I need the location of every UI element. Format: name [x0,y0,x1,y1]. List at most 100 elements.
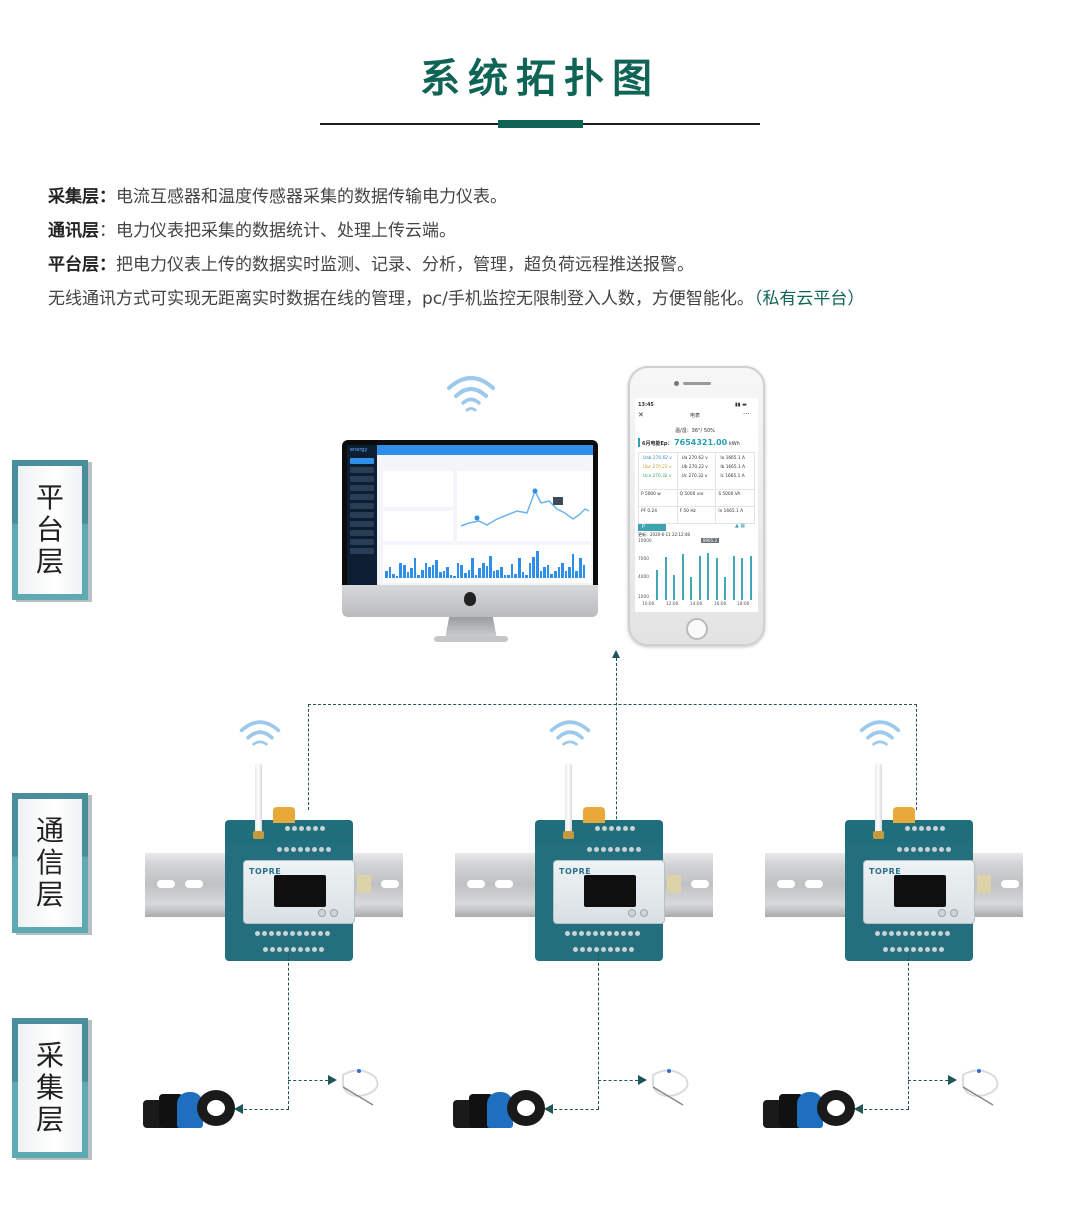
close-icon[interactable]: ✕ [638,411,644,419]
dashboard-panel-info [383,471,453,507]
layer-char: 层 [35,1103,64,1136]
grid-cell-voltage-line: Uab 270.62 v Ubc 270.22 v Uca 270.32 v [639,453,677,489]
layer-char: 台 [35,513,64,546]
rail-hole [777,880,795,888]
connector-sensor-trunk [598,953,599,1109]
description: 采集层：电流互感器和温度传感器采集的数据传输电力仪表。 通讯层：电力仪表把采集的… [48,180,1048,316]
phone-screen: 13:45 ▮▮ ▬ ✕ 电表 ··· 温/湿：36°/ 50% 6月电能Ep：… [635,398,758,612]
battery-icon: ▮▮ ▬ [735,402,747,408]
mounting-clip [583,807,605,823]
y-tick: 4000 [638,575,649,580]
value-ia: Ia 1665.1 A [718,454,752,463]
smartphone: 13:45 ▮▮ ▬ ✕ 电表 ··· 温/湿：36°/ 50% 6月电能Ep：… [628,366,765,646]
wifi-icon [447,376,495,412]
antenna-base [563,831,574,839]
energy-label: 6月电能Ep： [642,441,673,447]
antenna [875,763,882,835]
dashboard-line-chart [460,488,590,527]
meter-button [938,909,946,917]
lcd-display [274,875,326,907]
arrow-right-icon [638,1075,647,1085]
rail-hole [691,880,709,888]
dashboard-sidebar: energy [347,445,377,585]
desc-row-acquisition: 采集层：电流互感器和温度传感器采集的数据传输电力仪表。 [48,180,1048,214]
grid-cell-voltage-phase: Ua 270.62 v Ub 270.22 v Uc 270.32 v [677,453,716,489]
connector-device-1 [308,704,309,810]
page-title: 系统拓扑图 [420,56,660,102]
y-tick: 1000 [638,595,649,600]
bell-icon[interactable]: ▲ ▦ [735,523,746,529]
connector-to-probe [288,1080,328,1081]
meter-face: TOPRE [243,860,355,924]
desc-label: 采集层： [48,187,116,207]
brand-logo: TOPRE [249,867,282,876]
connector-to-ct [244,1109,289,1110]
meter-button [330,909,338,917]
value-p: P 5000 w [639,490,677,506]
terminal-row [573,947,634,952]
desc-text: 电流互感器和温度传感器采集的数据传输电力仪表。 [116,187,507,207]
phone-camera [674,381,679,386]
meter-button [628,909,636,917]
x-tick: 14:00 [690,602,703,607]
energy-unit: kWh [728,441,740,447]
terminal-row [897,847,951,852]
dashboard-topbar [377,445,593,455]
desktop-monitor: energy [342,440,598,617]
power-bars [656,548,752,600]
meter-face: TOPRE [863,860,975,924]
sim-card [357,875,371,893]
dashboard-logo: energy [350,447,368,453]
terminal-row [875,931,950,936]
terminal-row [263,947,324,952]
apple-logo-icon [464,592,476,606]
layer-char: 集 [35,1071,64,1104]
monitor-bezel: energy [342,440,598,596]
sidebar-item [350,512,374,518]
current-transformer-icon [763,1090,859,1130]
terminal-row [277,847,331,852]
x-tick: 10:00 [642,602,655,607]
power-meter-3: TOPRE [765,715,1023,961]
value-f: F 50 Hz [677,507,716,523]
desc-row-communication: 通讯层：电力仪表把采集的数据统计、处理上传云端。 [48,214,1048,248]
meter-button [318,909,326,917]
rail-hole [1001,880,1019,888]
meter-face: TOPRE [553,860,665,924]
chart-tab-p[interactable]: P [638,524,666,531]
meter-button [950,909,958,917]
phone-speaker [683,382,711,385]
update-time: 更新：2020-6-11 22:12:48 [638,532,690,537]
measurement-grid: Uab 270.62 v Ubc 270.22 v Uca 270.32 v U… [638,452,755,524]
value-ubc: Ubc 270.22 v [641,463,675,472]
wifi-icon [549,720,591,746]
sidebar-item [350,476,374,482]
sidebar-item [350,467,374,473]
value-uca: Uca 270.32 v [641,472,675,481]
terminal-row [255,931,330,936]
desc-label: 通讯层 [48,221,99,241]
wifi-icon [239,720,281,746]
value-ib: Ib 1665.1 A [718,463,752,472]
desc-footer-accent: （私有云平台） [753,289,865,309]
power-chart: 10000 7000 4000 1000 8965.2 10:00 12:00 … [638,538,755,610]
grid-cell-current: Ia 1665.1 A Ib 1665.1 A Ic 1665.1 A [716,453,754,489]
value-q: Q 5000 var [677,490,716,506]
connector-sensor-trunk [288,953,289,1109]
x-tick: 18:00 [737,602,750,607]
monitor-stand [445,617,497,639]
arrow-left-icon [234,1104,243,1114]
value-uc: Uc 270.32 v [679,472,714,481]
more-icon[interactable]: ··· [743,410,750,418]
antenna [255,763,262,835]
rail-hole [495,880,513,888]
status-time: 13:45 [638,402,654,408]
connector-to-probe [598,1080,638,1081]
sidebar-item [350,530,374,536]
connector-bus [308,704,917,705]
value-s: S 5000 VA [716,490,754,506]
connector-to-probe [908,1080,948,1081]
desc-footer: 无线通讯方式可实现无距离实时数据在线的管理，pc/手机监控无限制登入人数，方便智… [48,282,1048,316]
x-tick: 16:00 [714,602,727,607]
power-meter-1: TOPRE [145,715,403,961]
